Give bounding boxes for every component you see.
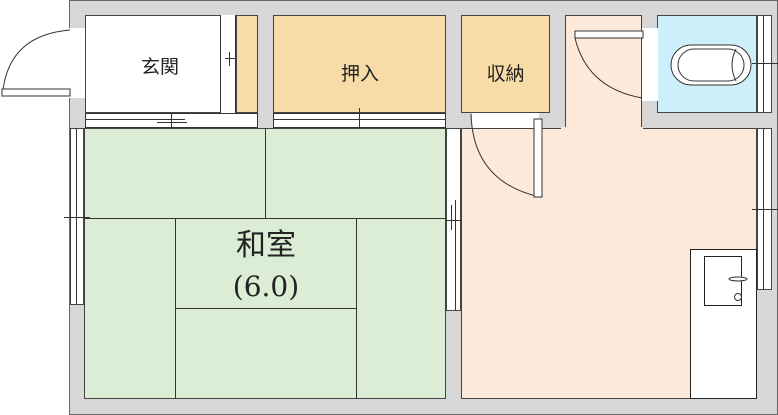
genkan-storage-strip: [236, 15, 258, 113]
room-washitsu: [84, 128, 446, 399]
tatami-line: [175, 308, 356, 309]
tatami-line: [84, 218, 446, 219]
shoe-cabinet: [220, 15, 236, 113]
shuno-door-opening: [472, 113, 539, 129]
room-shuno: [461, 15, 550, 113]
room-oshiire: [273, 15, 446, 113]
tatami-line: [265, 128, 266, 218]
washitsu-label: 和室: [236, 228, 296, 263]
genkan-label: 玄関: [140, 55, 179, 78]
oshiire-label: 押入: [340, 62, 379, 85]
tatami-line: [356, 218, 357, 399]
toilet-door-opening: [642, 28, 658, 101]
washitsu-size: (6.0): [232, 269, 300, 303]
entrance-door-opening: [69, 28, 85, 98]
shuno-door-swing-icon[interactable]: [468, 112, 548, 202]
entrance-door-swing-icon[interactable]: [0, 25, 86, 100]
washitsu-sliding-partition[interactable]: [446, 128, 461, 311]
washitsu-window-left[interactable]: [70, 128, 84, 305]
toilet-door-swing-icon[interactable]: [572, 28, 658, 103]
shuno-label: 収納: [486, 62, 525, 85]
toilet-icon: [670, 44, 752, 86]
faucet-icon: [728, 276, 748, 301]
toilet-window[interactable]: [757, 15, 772, 113]
